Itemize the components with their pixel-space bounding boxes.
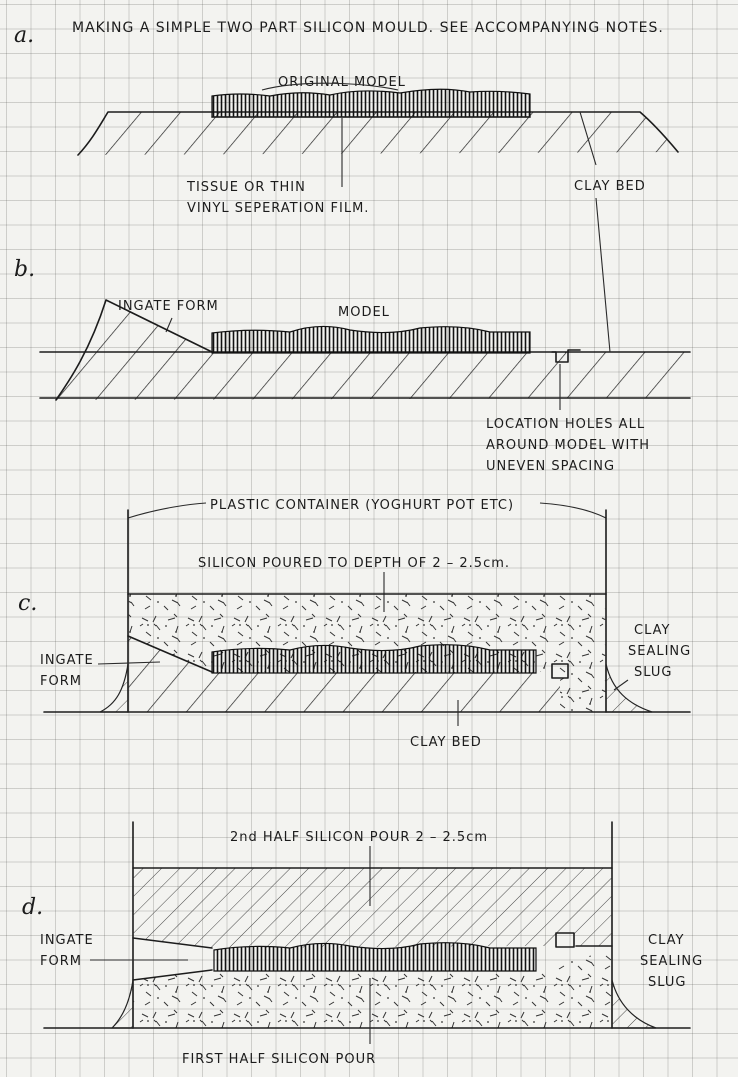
panel-c-container-label: PLASTIC CONTAINER (YOGHURT POT ETC) [210, 498, 514, 513]
panel-b-ingate-form [55, 299, 213, 401]
panel-c-slug-label-1: CLAY [634, 623, 670, 638]
panel-d-slug-label-1: CLAY [648, 933, 684, 948]
panel-b-letter: b. [14, 257, 35, 282]
panel-d-ingate-lower [132, 969, 213, 981]
panel-b: b. INGATE FORM MODEL LOCATION HOLES ALL … [14, 197, 691, 474]
panel-d-location-key [555, 932, 575, 948]
panel-b-model-label: MODEL [338, 305, 390, 320]
panel-c-model [211, 644, 537, 674]
panel-b-model [211, 325, 531, 354]
panel-b-location-hole [551, 349, 581, 363]
panel-c-bed-label: CLAY BED [410, 735, 482, 750]
panel-a-bed-leader [579, 111, 597, 166]
panel-c-left-sealing-slug [99, 663, 129, 713]
panel-d-left-sealing-slug [110, 979, 134, 1029]
panel-c-ingate-label-2: FORM [40, 674, 82, 689]
panel-d-ingate-label-2: FORM [40, 954, 82, 969]
panel-d-second-half-pour [133, 868, 612, 948]
panel-c-slug-leader [613, 679, 629, 691]
panel-b-holes-label-3: UNEVEN SPACING [486, 459, 615, 474]
panel-b-ingate-label: INGATE FORM [118, 299, 219, 314]
panel-a-film-label-2: VINYL SEPERATION FILM. [187, 201, 369, 216]
panel-c-silicon-label: SILICON POURED TO DEPTH OF 2 – 2.5cm. [198, 556, 510, 571]
diagram-title: MAKING A SIMPLE TWO PART SILICON MOULD. … [72, 20, 664, 36]
panel-d-ingate-label-1: INGATE [40, 933, 94, 948]
panel-d-model [213, 942, 537, 972]
panel-c-right-sealing-slug [605, 663, 653, 713]
panel-d-letter: d. [22, 895, 43, 920]
panel-c-container-leader-right [539, 502, 607, 519]
panel-d-slug-label-2: SEALING [640, 954, 703, 969]
panel-a-model [211, 88, 531, 118]
panel-d: 2nd HALF SILICON POUR 2 – 2.5cm d. INGAT… [22, 821, 703, 1067]
panel-c: PLASTIC CONTAINER (YOGHURT POT ETC) SILI… [18, 498, 691, 750]
panel-d-first-half-pour [133, 950, 612, 1028]
panel-c-container-leader-left [127, 502, 207, 519]
panel-d-ingate-form [132, 937, 213, 949]
panel-a-letter: a. [14, 23, 34, 48]
panel-d-second-pour-label: 2nd HALF SILICON POUR 2 – 2.5cm [230, 830, 488, 845]
panel-a-clay-bed [78, 112, 678, 155]
panel-b-holes-label-1: LOCATION HOLES ALL [486, 417, 645, 432]
panel-c-slug-label-3: SLUG [634, 665, 672, 680]
panel-b-clay-bed [56, 300, 685, 400]
panel-a-film-label-1: TISSUE OR THIN [186, 180, 306, 195]
panel-a-bed-label: CLAY BED [574, 179, 646, 194]
panel-a-label-arc [261, 82, 399, 91]
panel-b-holes-label-2: AROUND MODEL WITH [486, 438, 650, 453]
panel-d-right-sealing-slug [611, 979, 657, 1029]
panel-c-ingate-leader [97, 661, 161, 665]
panel-c-clay-bed [128, 636, 560, 712]
panel-d-first-pour-label: FIRST HALF SILICON POUR [182, 1052, 376, 1067]
panel-d-slug-label-3: SLUG [648, 975, 686, 990]
panel-a: ORIGINAL MODEL TISSUE OR THIN VINYL SEPE… [77, 75, 679, 216]
panel-c-ingate-label-1: INGATE [40, 653, 94, 668]
panel-c-location-key [551, 663, 569, 679]
panel-c-slug-label-2: SEALING [628, 644, 691, 659]
panel-b-bed-leader [595, 197, 611, 353]
panel-c-ingate-form [127, 635, 213, 673]
panel-c-letter: c. [18, 591, 37, 616]
